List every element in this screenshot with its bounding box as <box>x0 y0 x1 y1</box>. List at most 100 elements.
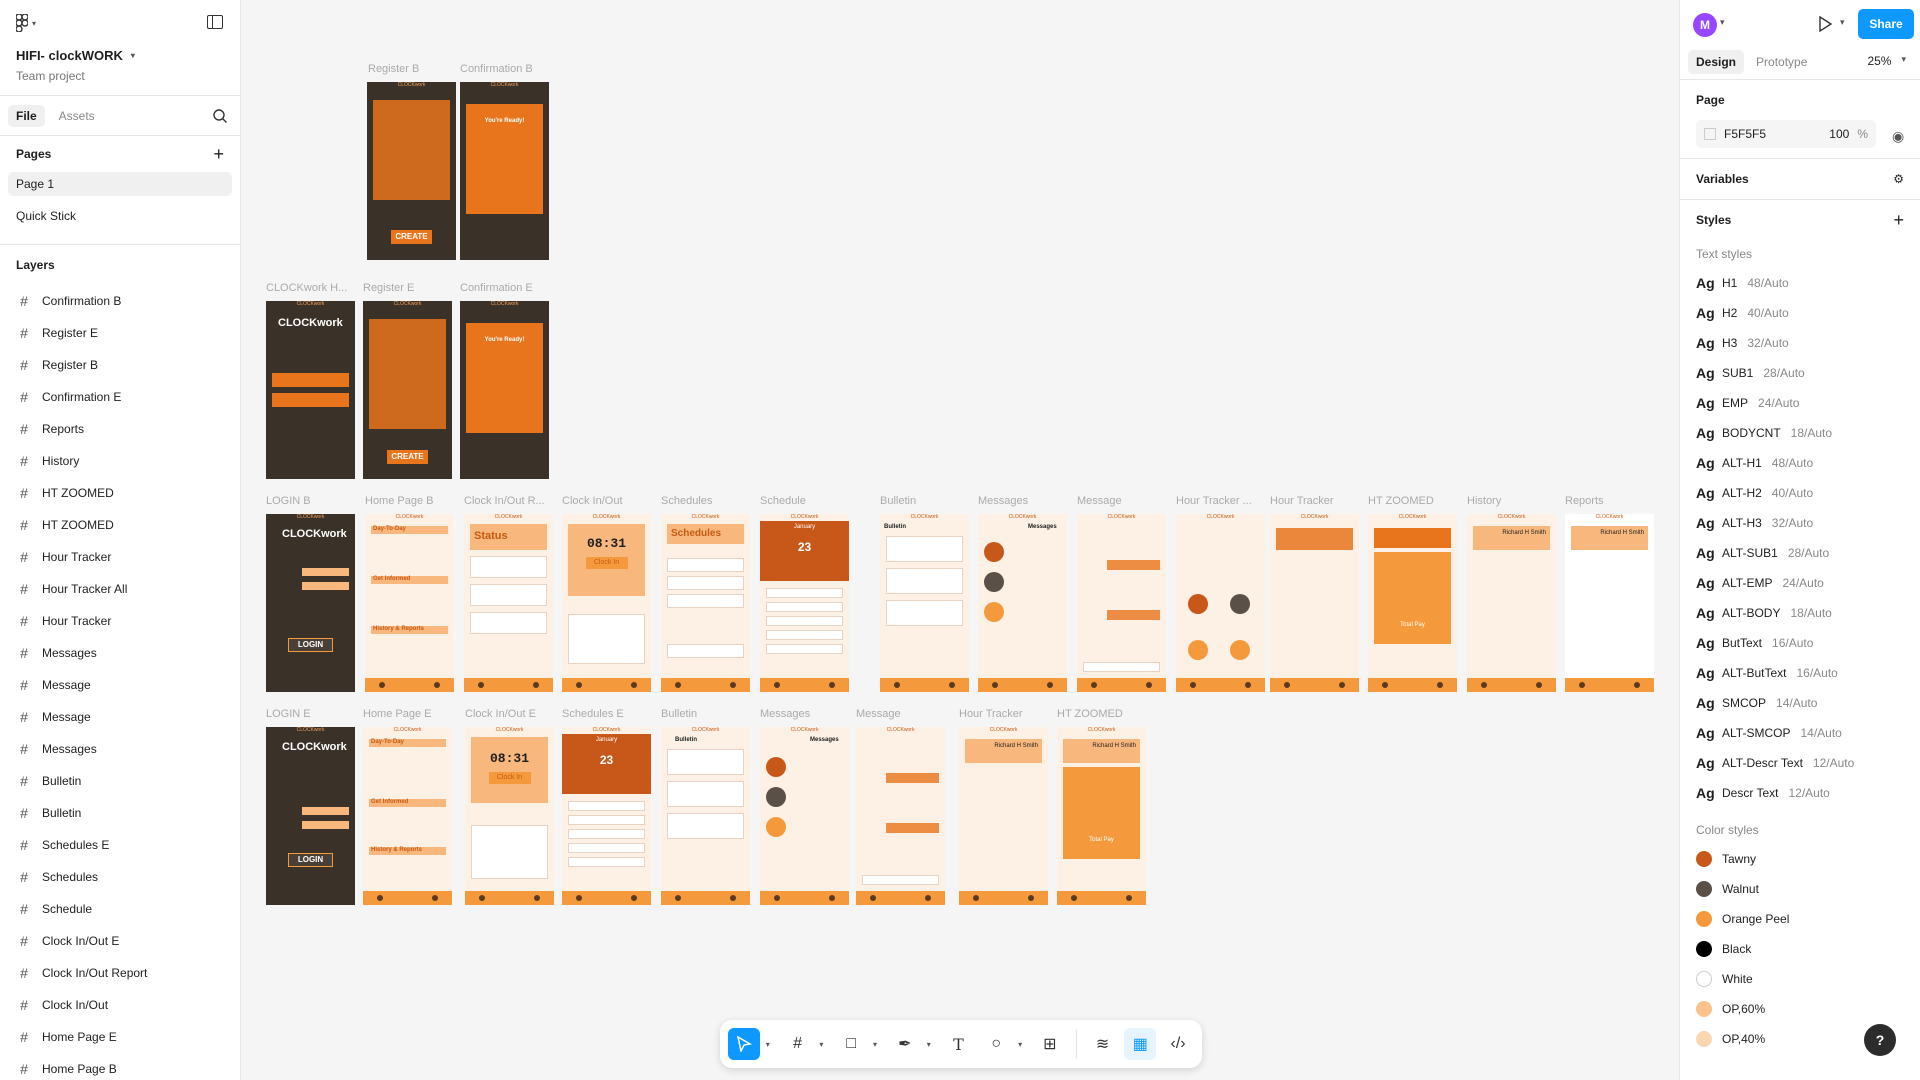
frame-home-page-b[interactable]: CLOCKwork Day-To-Day Get Informed Histor… <box>365 514 454 692</box>
frame-messages-2[interactable]: CLOCKwork Messages <box>760 727 849 905</box>
frame-label-clock-inout-e[interactable]: Clock In/Out E <box>465 708 536 720</box>
chevron-down-icon[interactable]: ▾ <box>1720 17 1725 27</box>
frame-label-clock-inout[interactable]: Clock In/Out <box>562 495 623 507</box>
frame-label-hour-tracker[interactable]: Hour Tracker <box>1270 495 1334 507</box>
tab-prototype[interactable]: Prototype <box>1756 55 1808 69</box>
frame-tool-icon[interactable]: # <box>793 1035 802 1052</box>
tab-design[interactable]: Design <box>1688 50 1745 74</box>
team-label[interactable]: Team project <box>16 69 85 83</box>
frame-label-history[interactable]: History <box>1467 495 1502 507</box>
main-menu-button[interactable]: ▾ <box>16 14 36 32</box>
frame-confirmation-e[interactable]: CLOCKwork You're Ready! <box>460 301 549 479</box>
help-button[interactable]: ? <box>1864 1024 1896 1056</box>
frame-label-confirmation-e[interactable]: Confirmation E <box>460 282 533 294</box>
frame-label-confirmation-b[interactable]: Confirmation B <box>460 63 533 75</box>
frame-clock-report[interactable]: CLOCKwork Status <box>464 514 553 692</box>
layer-item[interactable]: #Schedule <box>0 893 240 925</box>
frame-bulletin[interactable]: CLOCKwork Bulletin <box>880 514 969 692</box>
color-style-item[interactable]: OP,40% <box>1696 1024 1904 1054</box>
frame-history[interactable]: CLOCKwork Richard H Smith <box>1467 514 1556 692</box>
frame-label-clock-report[interactable]: Clock In/Out R... <box>464 495 545 507</box>
chevron-down-icon[interactable]: ▾ <box>926 1039 931 1049</box>
layer-item[interactable]: #Hour Tracker All <box>0 573 240 605</box>
page-color-swatch[interactable] <box>1704 128 1716 140</box>
dev-mode-icon[interactable]: ‹/› <box>1170 1035 1186 1052</box>
color-style-item[interactable]: White <box>1696 964 1904 994</box>
actions-tool-icon[interactable]: ⊞ <box>1043 1036 1057 1053</box>
layer-item[interactable]: #Schedules <box>0 861 240 893</box>
frame-home-page-e[interactable]: CLOCKwork Day-To-Day Get Informed Histor… <box>363 727 452 905</box>
design-canvas[interactable]: Register B Confirmation B CLOCKwork CREA… <box>241 0 1679 1080</box>
chevron-down-icon[interactable]: ▾ <box>1840 17 1845 27</box>
layer-item[interactable]: #Home Page E <box>0 1021 240 1053</box>
frame-message[interactable]: CLOCKwork <box>1077 514 1166 692</box>
layer-item[interactable]: #Schedules E <box>0 829 240 861</box>
sidebar-toggle-icon[interactable] <box>207 15 223 29</box>
layer-item[interactable]: #Clock In/Out <box>0 989 240 1021</box>
frame-label-message-2[interactable]: Message <box>856 708 901 720</box>
frame-schedules[interactable]: CLOCKwork Schedules <box>661 514 750 692</box>
frame-register-e[interactable]: CLOCKwork CREATE <box>363 301 452 479</box>
frame-label-bulletin[interactable]: Bulletin <box>880 495 917 507</box>
frame-register-b[interactable]: CLOCKwork CREATE <box>367 82 456 260</box>
frame-ht-zoomed-2[interactable]: CLOCKwork Richard H Smith Total Pay <box>1057 727 1146 905</box>
text-tool-icon[interactable]: T <box>953 1034 964 1054</box>
frame-clockwork-home[interactable]: CLOCKwork CLOCKwork <box>266 301 355 479</box>
frame-label-login-b[interactable]: LOGIN B <box>266 495 311 507</box>
frame-label-ht-zoomed-2[interactable]: HT ZOOMED <box>1057 708 1123 720</box>
frame-label-login-e[interactable]: LOGIN E <box>266 708 311 720</box>
frame-label-messages[interactable]: Messages <box>978 495 1029 507</box>
frame-label-reports[interactable]: Reports <box>1565 495 1604 507</box>
layer-item[interactable]: #Hour Tracker <box>0 605 240 637</box>
frame-message-2[interactable]: CLOCKwork <box>856 727 945 905</box>
variables-settings-icon[interactable]: ⚙ <box>1893 172 1904 186</box>
layer-item[interactable]: #Confirmation B <box>0 285 240 317</box>
design-mode-icon[interactable]: ▦ <box>1124 1028 1157 1060</box>
frame-confirmation-b[interactable]: CLOCKwork You're Ready! <box>460 82 549 260</box>
search-icon[interactable] <box>212 108 228 124</box>
frame-label-home-page-e[interactable]: Home Page E <box>363 708 432 720</box>
frame-bulletin-2[interactable]: CLOCKwork Bulletin <box>661 727 750 905</box>
frame-hour-tracker-2[interactable]: CLOCKwork Richard H Smith <box>959 727 1048 905</box>
chevron-down-icon[interactable]: ▾ <box>873 1039 878 1049</box>
layer-item[interactable]: #Messages <box>0 637 240 669</box>
frame-label-register-b[interactable]: Register B <box>368 63 420 75</box>
frame-label-schedule[interactable]: Schedule <box>760 495 806 507</box>
layer-item[interactable]: #Bulletin <box>0 797 240 829</box>
layer-item[interactable]: #Clock In/Out Report <box>0 957 240 989</box>
comment-tool-icon[interactable]: ○ <box>991 1035 1002 1052</box>
tab-file[interactable]: File <box>8 104 45 127</box>
frame-ht-zoomed[interactable]: CLOCKwork Total Pay <box>1368 514 1457 692</box>
layer-item[interactable]: #Register B <box>0 349 240 381</box>
chevron-down-icon[interactable]: ▾ <box>1018 1039 1023 1049</box>
frame-label-bulletin-2[interactable]: Bulletin <box>661 708 698 720</box>
frame-hour-tracker[interactable]: CLOCKwork <box>1270 514 1359 692</box>
frame-schedule[interactable]: CLOCKwork January 23 <box>760 514 849 692</box>
zoom-control[interactable]: 25% ▾ <box>1867 54 1906 68</box>
color-style-item[interactable]: Walnut <box>1696 874 1904 904</box>
frame-label-register-e[interactable]: Register E <box>363 282 415 294</box>
share-button[interactable]: Share <box>1858 9 1914 39</box>
frame-label-schedules[interactable]: Schedules <box>661 495 713 507</box>
layer-item[interactable]: #History <box>0 445 240 477</box>
layer-item[interactable]: #Messages <box>0 733 240 765</box>
page-item-quick-stick[interactable]: Quick Stick <box>16 209 77 223</box>
draw-mode-icon[interactable]: ≋ <box>1095 1036 1110 1053</box>
color-style-item[interactable]: Orange Peel <box>1696 904 1904 934</box>
frame-login-b[interactable]: CLOCKwork CLOCKwork LOGIN <box>266 514 355 692</box>
eye-icon[interactable]: ◉ <box>1892 128 1905 144</box>
frame-login-e[interactable]: CLOCKwork CLOCKwork LOGIN <box>266 727 355 905</box>
color-style-item[interactable]: Tawny <box>1696 844 1904 874</box>
